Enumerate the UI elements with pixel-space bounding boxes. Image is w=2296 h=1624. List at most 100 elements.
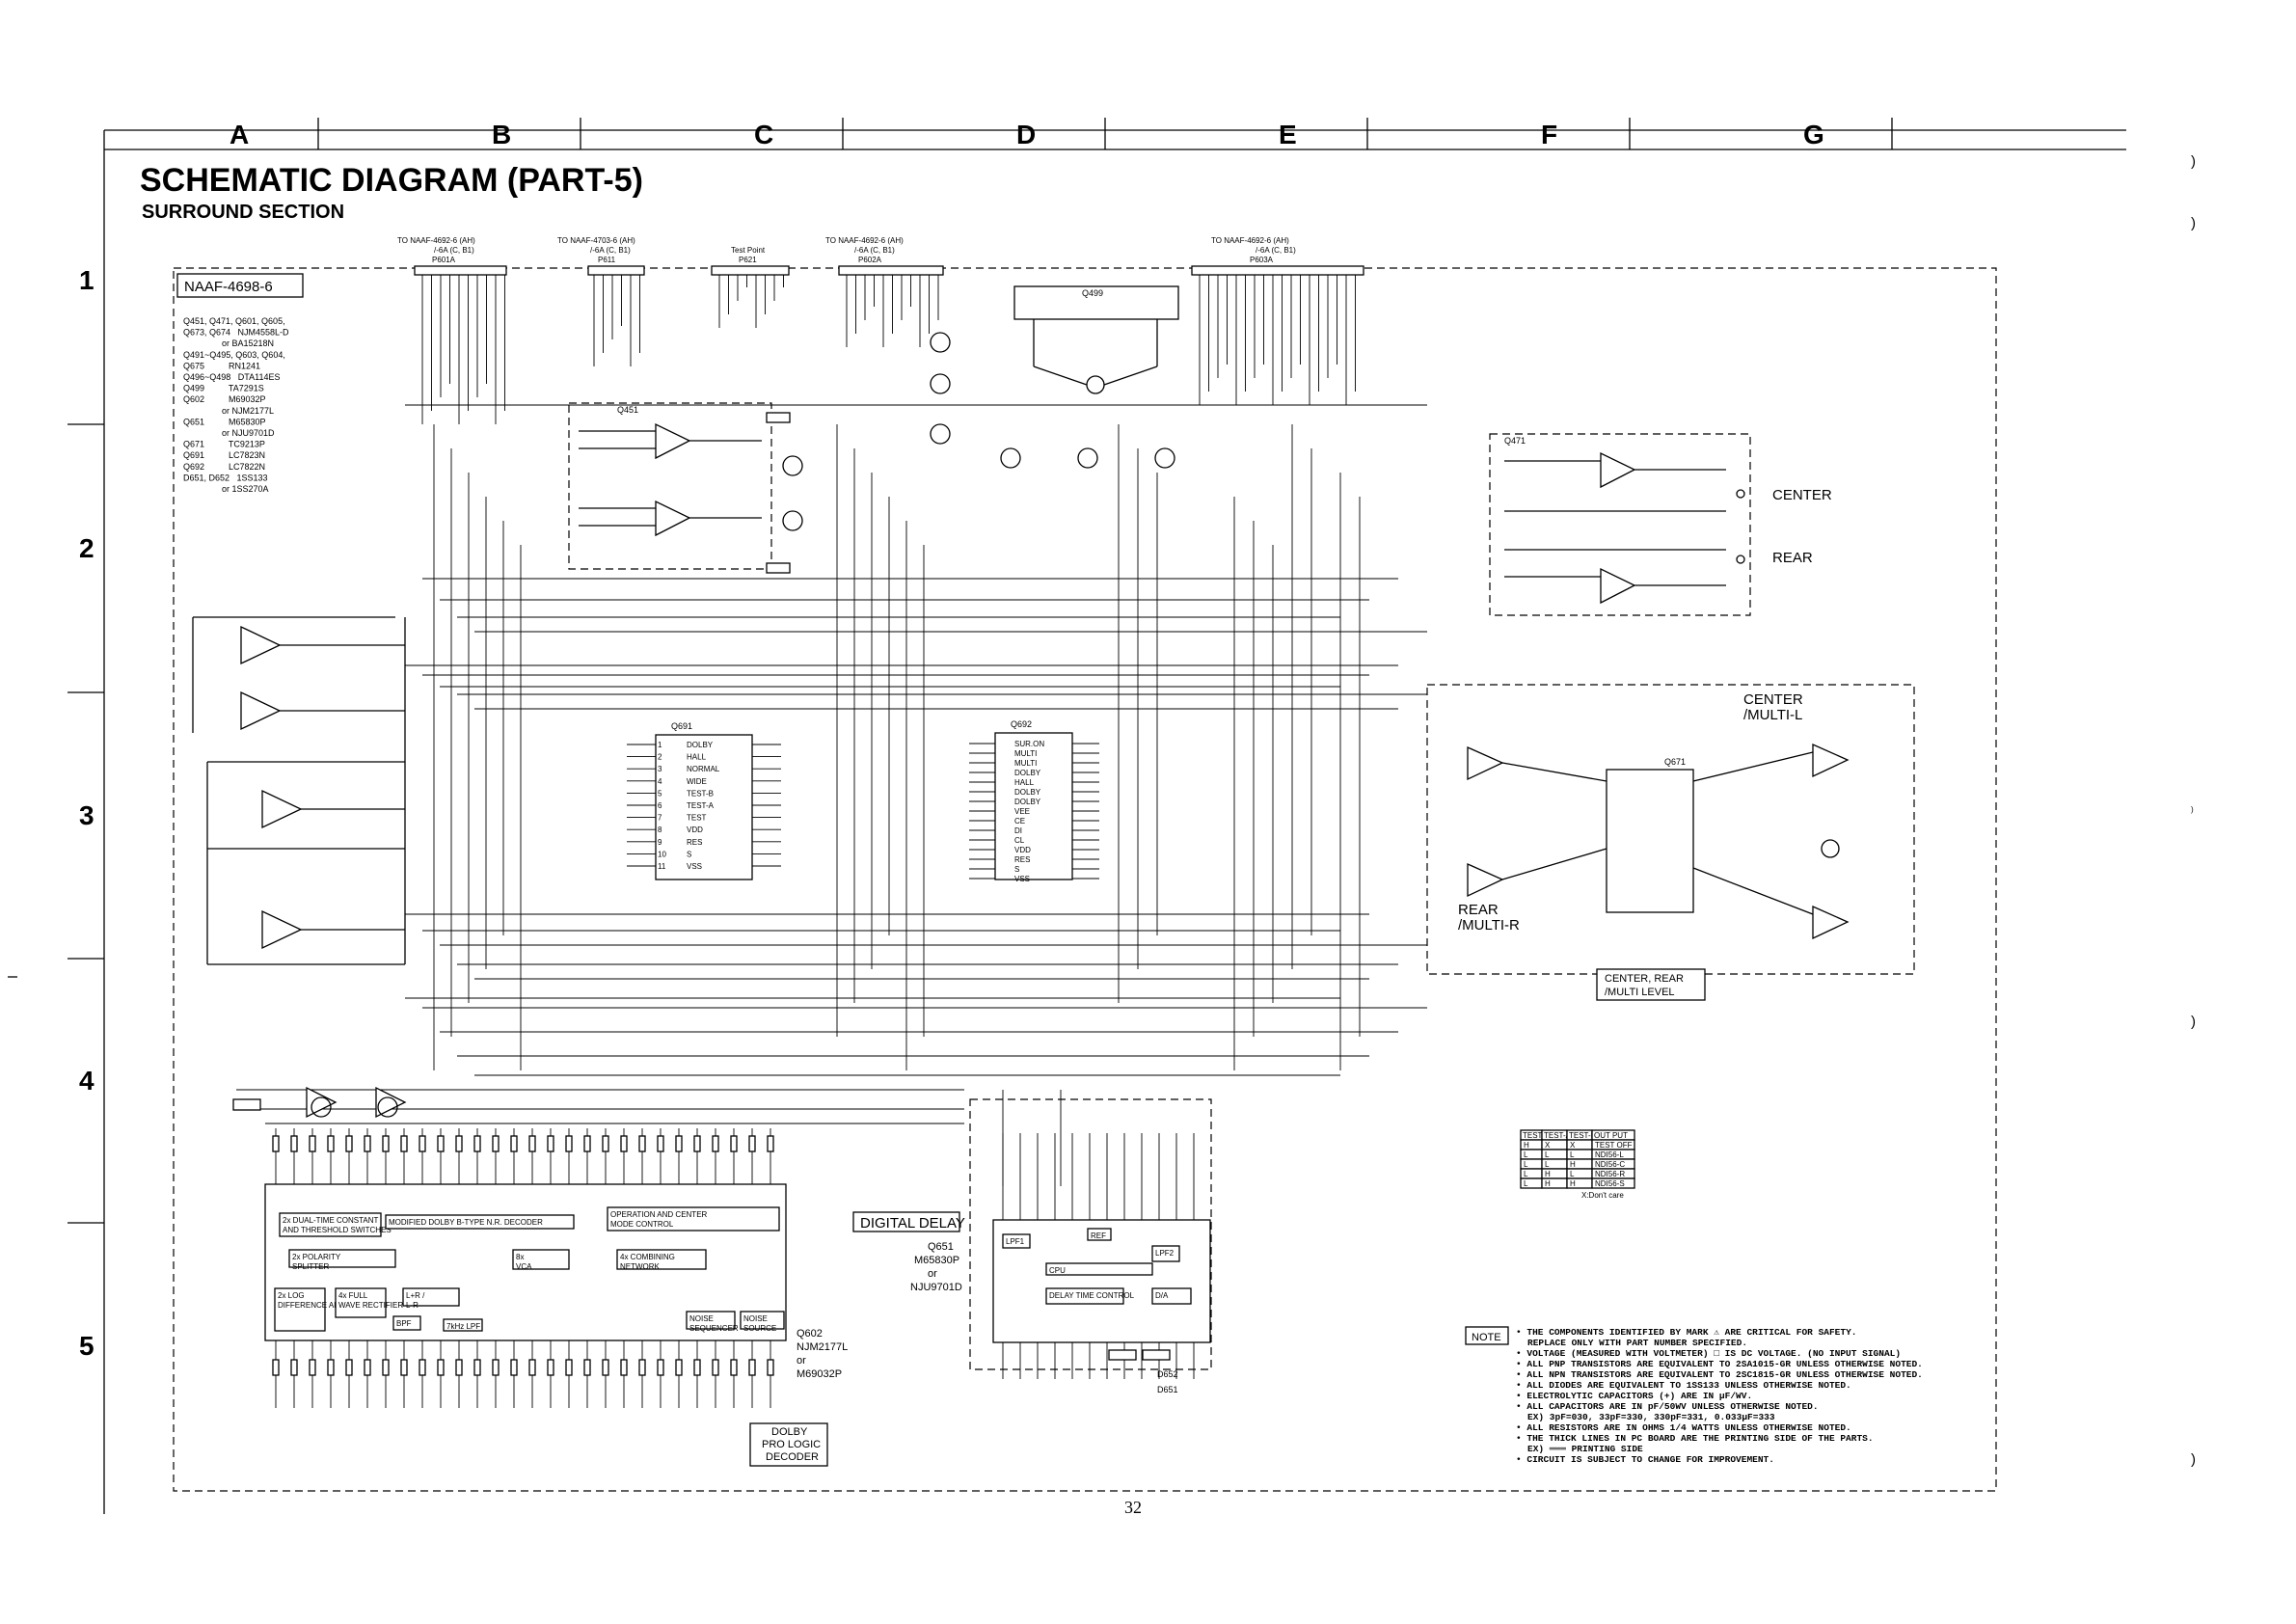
svg-text:2: 2 bbox=[658, 753, 662, 762]
svg-text:D652: D652 bbox=[1157, 1369, 1178, 1379]
decoder-block-label: 8x bbox=[516, 1253, 524, 1261]
digital-delay-box bbox=[852, 1211, 960, 1232]
svg-text:TO NAAF-4692-6 (AH): TO NAAF-4692-6 (AH) bbox=[1211, 236, 1289, 245]
decoder-block-label: NOISE bbox=[743, 1314, 768, 1323]
decoder-block-label: NETWORK bbox=[620, 1262, 661, 1271]
q471-output-block: Q471 bbox=[1489, 433, 1751, 616]
q692-pin-label: MULTI bbox=[1014, 759, 1037, 768]
decoder-block-label: DIFFERENCE AMPLIFIERS bbox=[278, 1301, 374, 1310]
note-line: • ALL CAPACITORS ARE IN pF/50WV UNLESS O… bbox=[1516, 1401, 1819, 1412]
q691-pin-label: TEST bbox=[687, 814, 707, 823]
column-label-e: E bbox=[1279, 120, 1297, 149]
parts-list-line: Q651 M65830P bbox=[183, 417, 266, 426]
note-line: • VOLTAGE (MEASURED WITH VOLTMETER) □ IS… bbox=[1516, 1348, 1901, 1359]
q692-pin-label: VEE bbox=[1014, 807, 1030, 816]
row-label-1: 1 bbox=[79, 265, 95, 295]
svg-text:): ) bbox=[2191, 153, 2196, 170]
delay-block-label: D/A bbox=[1155, 1291, 1169, 1300]
svg-text:): ) bbox=[2191, 215, 2196, 231]
delay-block-label: LPF2 bbox=[1155, 1249, 1175, 1258]
board-label: NAAF-4698-6 bbox=[184, 279, 273, 295]
q691-pin-label: WIDE bbox=[687, 777, 707, 786]
q692-pin-label: MULTI bbox=[1014, 749, 1037, 758]
svg-text:P601A: P601A bbox=[432, 256, 456, 264]
q691-pin-label: S bbox=[687, 850, 691, 858]
q691-pin-label: HALL bbox=[687, 753, 707, 762]
parts-list-line: Q692 LC7822N bbox=[183, 462, 265, 472]
note-line: • ALL RESISTORS ARE IN OHMS 1/4 WATTS UN… bbox=[1516, 1422, 1851, 1433]
column-label-g: G bbox=[1803, 120, 1824, 149]
truth-table-cell: L bbox=[1524, 1160, 1528, 1169]
note-line: • ALL NPN TRANSISTORS ARE EQUIVALENT TO … bbox=[1516, 1369, 1923, 1380]
q691-pin-label: NORMAL bbox=[687, 765, 720, 773]
decoder-block-label: 4x FULL bbox=[338, 1291, 368, 1300]
note-line: • ELECTROLYTIC CAPACITORS (+) ARE IN μF/… bbox=[1516, 1391, 1752, 1401]
svg-text:P602A: P602A bbox=[858, 256, 882, 264]
row-label-5: 5 bbox=[79, 1331, 95, 1361]
parts-list-line: Q671 TC9213P bbox=[183, 440, 265, 449]
decoder-block-label: NOISE bbox=[689, 1314, 714, 1323]
delay-block-label: REF bbox=[1091, 1232, 1106, 1240]
truth-table-cell: NDI56-S bbox=[1595, 1179, 1625, 1188]
svg-text:6: 6 bbox=[658, 801, 662, 810]
decoder-block-label: MODE CONTROL bbox=[610, 1220, 674, 1229]
dolby-decoder-label-1: DOLBY bbox=[771, 1426, 808, 1438]
truth-table-cell: H bbox=[1524, 1141, 1529, 1150]
svg-text:TO NAAF-4703-6 (AH): TO NAAF-4703-6 (AH) bbox=[557, 236, 635, 245]
column-label-d: D bbox=[1016, 120, 1036, 149]
margin-marks: ) ) ) ) ) bbox=[8, 153, 2196, 1468]
q602-desc-1: Q602 bbox=[797, 1328, 823, 1340]
svg-text:4: 4 bbox=[658, 777, 662, 786]
decoder-block-label: MODIFIED DOLBY B-TYPE N.R. DECODER bbox=[389, 1218, 543, 1227]
truth-table-cell: NDI56-R bbox=[1595, 1170, 1625, 1178]
q499-motor-driver: Q499 bbox=[1013, 285, 1179, 394]
svg-text:TO NAAF-4692-6 (AH): TO NAAF-4692-6 (AH) bbox=[825, 236, 904, 245]
column-label-b: B bbox=[492, 120, 511, 149]
input-opamp-chain bbox=[192, 616, 406, 965]
parts-list-line: Q673, Q674 NJM4558L-D bbox=[183, 328, 289, 338]
q692-pin-label: S bbox=[1014, 865, 1019, 874]
svg-text:11: 11 bbox=[658, 862, 666, 871]
q692-pin-label: CE bbox=[1014, 817, 1025, 826]
truth-table-cell: X bbox=[1545, 1141, 1551, 1150]
svg-text:/-6A (C, B1): /-6A (C, B1) bbox=[590, 246, 631, 255]
truth-table-cell: L bbox=[1570, 1150, 1575, 1159]
q692-pin-label: DOLBY bbox=[1014, 798, 1041, 806]
truth-table-cell: H bbox=[1570, 1160, 1576, 1169]
parts-list-line: or BA15218N bbox=[183, 338, 274, 348]
routing-wires bbox=[236, 404, 1427, 1186]
truth-table-cell: H bbox=[1545, 1170, 1551, 1178]
output-rear-label: REAR bbox=[1772, 550, 1813, 566]
parts-list-line: Q496~Q498 DTA114ES bbox=[183, 372, 280, 382]
page-title: SCHEMATIC DIAGRAM (PART-5) bbox=[140, 162, 643, 199]
truth-table-header: TEST-A bbox=[1544, 1131, 1572, 1140]
parts-list-line: or NJU9701D bbox=[183, 428, 275, 438]
page-subtitle: SURROUND SECTION bbox=[142, 202, 344, 223]
truth-table-cell: H bbox=[1570, 1179, 1576, 1188]
decoder-block-label: L-R bbox=[406, 1301, 419, 1310]
q691-pin-label: VSS bbox=[687, 862, 702, 871]
board-label-box bbox=[176, 273, 304, 298]
decoder-block-label: 2x LOG bbox=[278, 1291, 305, 1300]
truth-table-cell: L bbox=[1524, 1179, 1528, 1188]
svg-text:/-6A (C, B1): /-6A (C, B1) bbox=[434, 246, 474, 255]
center-multi-l-label-1: CENTER bbox=[1743, 691, 1803, 708]
parts-list: Q451, Q471, Q601, Q605,Q673, Q674 NJM455… bbox=[183, 316, 289, 494]
truth-table-header: TEST-B bbox=[1569, 1131, 1596, 1140]
q691-pin-label: VDD bbox=[687, 826, 703, 834]
svg-text:Q451: Q451 bbox=[617, 405, 638, 415]
q602-desc-4: M69032P bbox=[797, 1368, 842, 1380]
decoder-block-label: VCA bbox=[516, 1262, 532, 1271]
svg-text:/-6A (C, B1): /-6A (C, B1) bbox=[1256, 246, 1296, 255]
q692-pin-label: DOLBY bbox=[1014, 788, 1041, 797]
delay-block-label: CPU bbox=[1049, 1266, 1066, 1275]
svg-text:): ) bbox=[2191, 805, 2194, 814]
q691-pin-label: RES bbox=[687, 838, 702, 847]
q692-pin-label: DOLBY bbox=[1014, 769, 1041, 777]
truth-table-cell: L bbox=[1524, 1170, 1528, 1178]
truth-table-header: OUT PUT bbox=[1594, 1131, 1628, 1140]
svg-text:10: 10 bbox=[658, 850, 666, 858]
